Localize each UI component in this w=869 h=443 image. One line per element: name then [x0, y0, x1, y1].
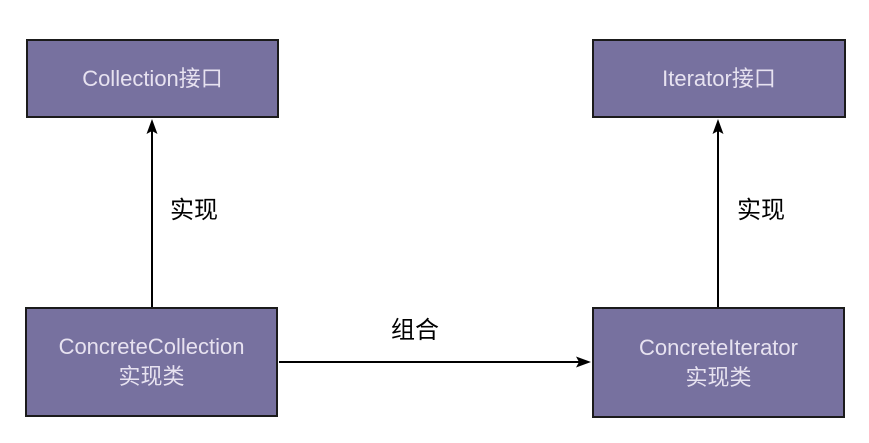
arrowhead-right-icon	[576, 356, 591, 368]
node-concrete-collection: ConcreteCollection 实现类	[25, 307, 278, 417]
node-concrete-iterator: ConcreteIterator 实现类	[592, 307, 845, 418]
edge-label-implements-right: 实现	[737, 197, 785, 224]
edge-composition	[279, 356, 591, 368]
node-collection-interface: Collection接口	[26, 39, 279, 118]
node-concrete-iterator-label-line2: 实现类	[685, 364, 752, 390]
node-concrete-collection-label-line1: ConcreteCollection	[58, 334, 245, 359]
node-iterator-interface-label: Iterator接口	[662, 65, 776, 91]
edge-implements-left	[146, 119, 158, 307]
node-concrete-iterator-label-line1: ConcreteIterator	[639, 334, 798, 360]
node-iterator-interface: Iterator接口	[592, 39, 846, 118]
edge-label-composition: 组合	[391, 317, 439, 344]
node-collection-interface-label: Collection接口	[82, 65, 223, 91]
edge-implements-right	[712, 119, 724, 307]
node-concrete-collection-label-line2: 实现类	[118, 364, 185, 389]
arrowhead-up-icon	[146, 119, 158, 134]
edge-label-implements-left: 实现	[170, 197, 218, 224]
arrowhead-up-icon	[712, 119, 724, 134]
